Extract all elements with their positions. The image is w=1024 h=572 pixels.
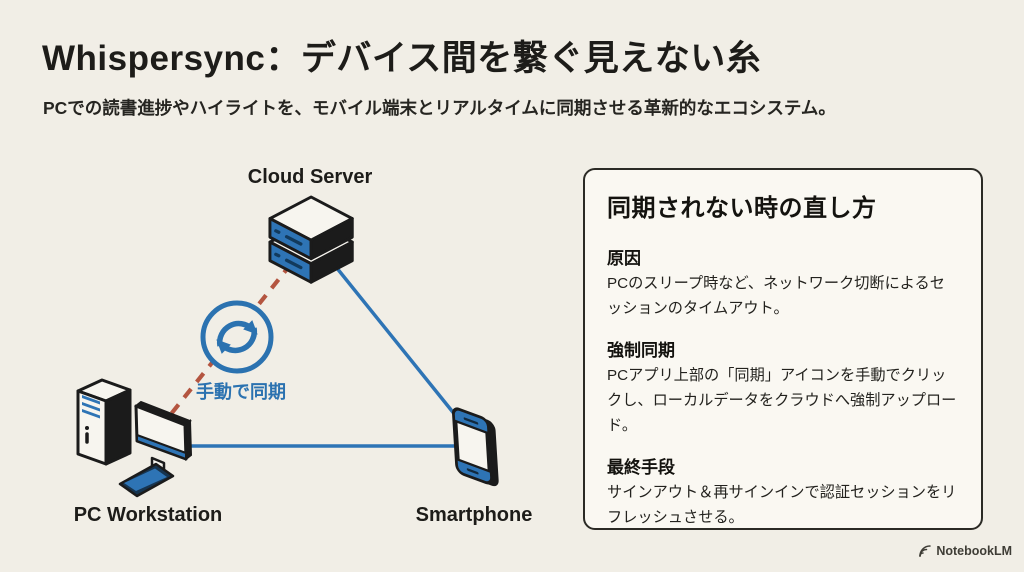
notebooklm-logo-icon [919,545,932,557]
pc-workstation-label: PC Workstation [73,504,223,526]
smartphone-icon [451,407,499,487]
page-title: Whispersync：デバイス間を繋ぐ見えない糸 [42,39,762,78]
sync-arrows-icon [200,300,274,374]
server-stack-icon [268,195,354,284]
edge-pc-to-cloud-dashed [169,262,293,416]
troubleshooting-panel: 同期されない時の直し方 原因 PCのスリープ時など、ネットワーク切断によるセッシ… [583,168,983,530]
section-heading: 強制同期 [607,341,675,361]
section-body: サインアウト＆再サインインで認証セッションをリフレッシュさせる。 [607,484,957,526]
section-heading: 原因 [607,249,641,268]
edge-cloud-to-phone [330,260,462,423]
section-body: PCアプリ上部の「同期」アイコンを手動でクリックし、ローカルデータをクラウドへ強… [607,367,957,434]
panel-title: 同期されない時の直し方 [607,195,877,222]
smartphone-label: Smartphone [415,504,533,526]
section-heading: 最終手段 [607,458,675,478]
page-subtitle: PCでの読書進捗やハイライトを、モバイル端末とリアルタイムに同期させる革新的なエ… [43,98,836,118]
section-body: PCのスリープ時など、ネットワーク切断によるセッションのタイムアウト。 [607,275,945,317]
cloud-server-label: Cloud Server [247,166,373,188]
manual-sync-label: 手動で同期 [196,382,286,402]
brand-name: NotebookLM [936,544,1012,558]
panel-section-force-sync: 強制同期 PCアプリ上部の「同期」アイコンを手動でクリックし、ローカルデータをク… [607,336,959,438]
panel-section-last-resort: 最終手段 サインアウト＆再サインインで認証セッションをリフレッシュさせる。 [607,453,959,530]
desktop-computer-icon [76,378,193,498]
brand-footer: NotebookLM [918,544,1012,558]
panel-section-cause: 原因 PCのスリープ時など、ネットワーク切断によるセッションのタイムアウト。 [607,244,959,321]
